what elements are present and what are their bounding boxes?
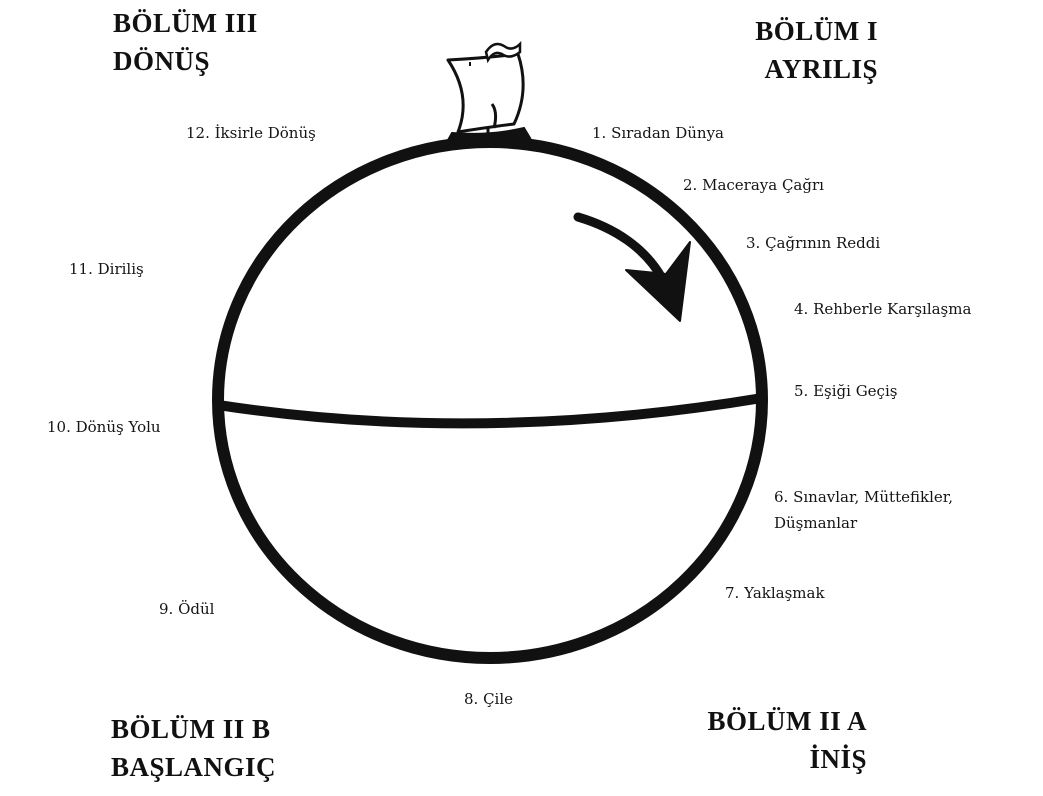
stage-label-5: 5. Eşiği Geçiş — [794, 378, 897, 404]
sailing-ship-icon — [447, 44, 530, 145]
section-part-2a: BÖLÜM II A İNİŞ — [680, 702, 867, 778]
clockwise-arrow-icon — [578, 217, 690, 321]
stage-label-11: 11. Diriliş — [69, 256, 144, 282]
section-title: BÖLÜM III — [113, 4, 258, 42]
stage-label-12: 12. İksirle Dönüş — [186, 120, 316, 146]
stage-label-3: 3. Çağrının Reddi — [746, 230, 880, 256]
stage-label-9: 9. Ödül — [159, 596, 214, 622]
stage-label-1: 1. Sıradan Dünya — [592, 120, 724, 146]
section-part-3: BÖLÜM III DÖNÜŞ — [113, 4, 258, 80]
section-subtitle: AYRILIŞ — [700, 50, 878, 88]
section-subtitle: DÖNÜŞ — [113, 42, 258, 80]
section-title: BÖLÜM II B — [111, 710, 276, 748]
section-title: BÖLÜM II A — [680, 702, 867, 740]
section-subtitle: İNİŞ — [680, 740, 867, 778]
threshold-line — [218, 398, 762, 423]
section-part-2b: BÖLÜM II B BAŞLANGIÇ — [111, 710, 276, 786]
section-subtitle: BAŞLANGIÇ — [111, 748, 276, 786]
section-part-1: BÖLÜM I AYRILIŞ — [700, 12, 878, 88]
stage-label-4: 4. Rehberle Karşılaşma — [794, 296, 971, 322]
journey-circle — [218, 142, 762, 658]
stage-label-8: 8. Çile — [464, 686, 513, 712]
section-title: BÖLÜM I — [700, 12, 878, 50]
stage-label-2: 2. Maceraya Çağrı — [683, 172, 824, 198]
stage-label-6: 6. Sınavlar, Müttefikler, Düşmanlar — [774, 484, 1024, 536]
stage-label-10: 10. Dönüş Yolu — [47, 414, 161, 440]
stage-label-7: 7. Yaklaşmak — [725, 580, 825, 606]
